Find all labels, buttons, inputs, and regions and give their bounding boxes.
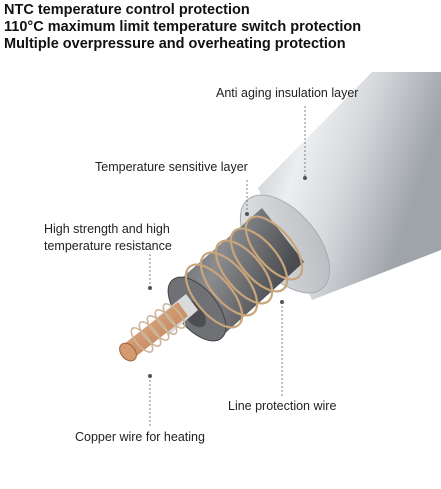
label-temperature-sensitive: Temperature sensitive layer bbox=[95, 160, 248, 174]
line-protection-spring bbox=[184, 215, 304, 329]
headline-overpressure: Multiple overpressure and overheating pr… bbox=[4, 36, 346, 52]
label-line-protection: Line protection wire bbox=[228, 399, 337, 413]
headline-ntc: NTC temperature control protection bbox=[4, 2, 250, 18]
callout-lines bbox=[149, 106, 306, 426]
headline-max-limit: 110°C maximum limit temperature switch p… bbox=[4, 19, 362, 35]
callout-dots bbox=[148, 176, 307, 378]
copper-heating-wire bbox=[119, 302, 188, 362]
label-high-strength-line2: temperature resistance bbox=[44, 239, 172, 253]
label-anti-aging-insulation: Anti aging insulation layer bbox=[216, 86, 359, 100]
label-high-strength-line1: High strength and high bbox=[44, 222, 170, 236]
label-copper-wire: Copper wire for heating bbox=[75, 430, 205, 444]
